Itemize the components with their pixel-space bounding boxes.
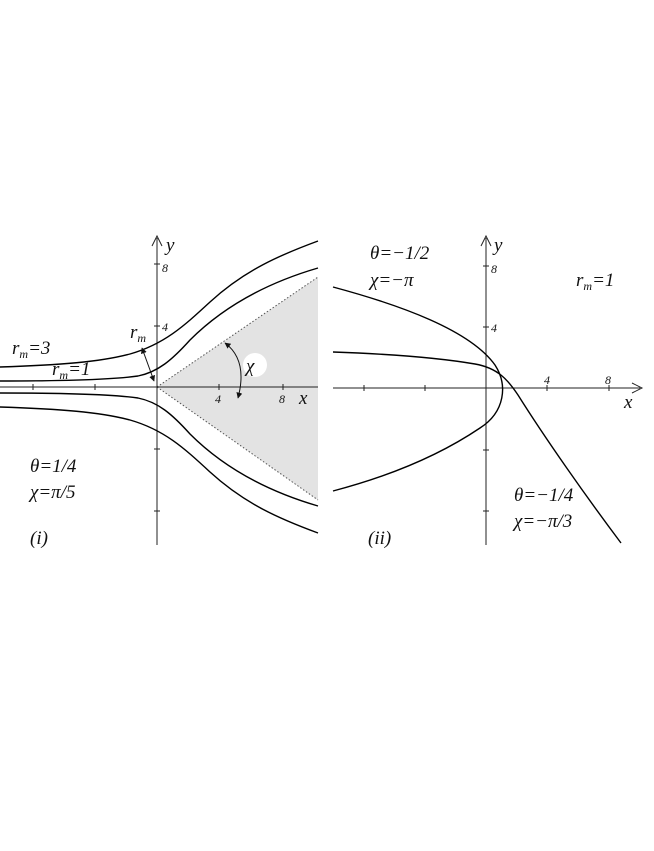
rm1-r: r — [52, 359, 60, 380]
rm3-sub: m — [19, 347, 28, 361]
rm1-sub: m — [59, 368, 68, 382]
panel-i-chi-label: χ=π/5 — [28, 482, 75, 503]
curve-b-chi-label: χ=−π/3 — [512, 511, 572, 532]
panel-i-y-arrowhead — [151, 234, 163, 247]
curve-rm1-upper — [0, 267, 319, 382]
curve-a-theta-label: θ=−1/2 — [370, 243, 430, 264]
rm3-val: =3 — [28, 338, 50, 359]
panel-ii-y-axis-label: y — [492, 235, 503, 256]
panel-i-x-tick-label: 4 — [215, 392, 221, 406]
curve-rm1-lower — [0, 392, 319, 507]
curve-rm3-lower — [0, 406, 319, 534]
rm1-label: rm=1 — [52, 359, 90, 382]
chi-angle-arc — [224, 342, 243, 399]
wedge-upper-edge — [156, 276, 319, 388]
panel-i-y-tick-label: 4 — [162, 320, 168, 334]
rm-arrow-sub: m — [137, 331, 146, 345]
curve-a-chi-label: χ=−π — [368, 270, 414, 291]
panel-i-theta-label: θ=1/4 — [30, 456, 77, 477]
chi-symbol-label: χ — [244, 356, 255, 377]
panel-i-y-axis-label: y — [164, 235, 175, 256]
panel-i-x-axis-label: x — [298, 388, 308, 409]
panel-ii-y-tick-label: 4 — [491, 321, 497, 335]
panel-i-label: (i) — [30, 528, 48, 549]
rm-arrow-r: r — [130, 322, 138, 343]
curve-theta-minus-half — [332, 286, 504, 492]
curve-rm3-upper — [0, 240, 319, 368]
curve-b-theta-label: θ=−1/4 — [514, 485, 574, 506]
panel-i: 8 4 4 8 y x χ rm=3 rm=1 rm θ=1/4 χ=π/5 (… — [0, 234, 319, 549]
panel-ii-y-tick-label: 8 — [491, 262, 497, 276]
panel-ii-x-axis-label: x — [623, 392, 633, 413]
panel-ii-x-tick-label: 8 — [605, 373, 611, 387]
panel-ii: 8 4 4 8 y x rm=1 θ=−1/2 χ=−π θ=−1/4 χ=−π… — [332, 234, 644, 549]
panel-ii-x-tick-label: 4 — [544, 373, 550, 387]
rm3-label: rm=3 — [12, 338, 50, 361]
panel-ii-x-arrowhead — [631, 382, 644, 394]
curve-theta-minus-quarter — [332, 351, 622, 544]
panel-i-x-tick-label: 8 — [279, 392, 285, 406]
panel-ii-y-arrowhead — [480, 234, 492, 247]
panel-ii-rm-sub: m — [583, 279, 592, 293]
panel-ii-rm-label: rm=1 — [576, 270, 614, 293]
wedge-lower-edge — [156, 386, 319, 501]
panel-i-y-tick-label: 8 — [162, 261, 168, 275]
rm-distance-arrow — [141, 347, 155, 382]
panel-ii-label: (ii) — [368, 528, 391, 549]
panel-ii-rm-val: =1 — [592, 270, 614, 291]
rm1-val: =1 — [68, 359, 90, 380]
rm3-r: r — [12, 338, 20, 359]
panel-ii-rm-r: r — [576, 270, 584, 291]
chi-label-bg — [243, 353, 267, 377]
chi-wedge-region — [157, 277, 318, 500]
rm-arrow-label: rm — [130, 322, 146, 345]
